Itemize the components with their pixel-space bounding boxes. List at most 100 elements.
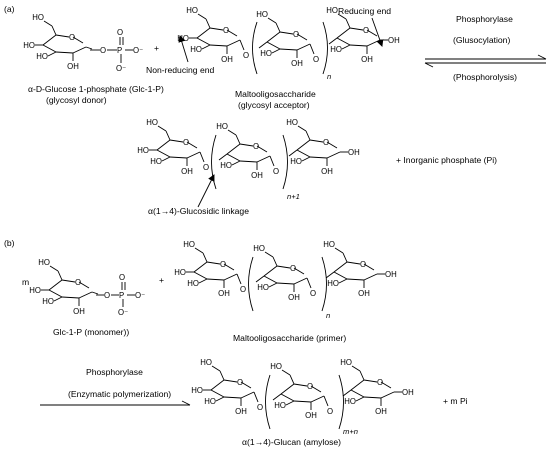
glycosidic-oxygen: O — [203, 163, 209, 172]
svg-text:OH: OH — [358, 289, 370, 298]
panel-b-label: (b) — [4, 238, 15, 248]
svg-text:n: n — [327, 72, 331, 81]
svg-text:HO: HO — [260, 49, 272, 58]
svg-text:HO: HO — [327, 279, 339, 288]
enzyme-label-b: Phosphorylase — [86, 367, 143, 377]
svg-text:m+n: m+n — [343, 427, 358, 436]
svg-text:HO: HO — [191, 386, 203, 395]
glycosidic-oxygen: O — [257, 403, 263, 412]
pi-byproduct-label: + m Pi — [443, 396, 468, 406]
phosphate-group: O P O O⁻ O⁻ — [90, 28, 143, 73]
svg-text:HO: HO — [326, 6, 338, 15]
svg-text:O: O — [257, 403, 263, 412]
monomer-coefficient: m — [22, 277, 29, 287]
svg-text:HO: HO — [150, 157, 162, 166]
svg-text:O: O — [293, 30, 299, 39]
non-reducing-end-arrow — [178, 35, 189, 63]
svg-text:O: O — [240, 285, 246, 294]
svg-text:n+1: n+1 — [287, 192, 300, 201]
svg-text:O⁻: O⁻ — [116, 64, 126, 73]
svg-text:OH: OH — [321, 167, 333, 176]
non-reducing-end-label: Non-reducing end — [146, 65, 215, 75]
polymerization-arrow — [40, 400, 191, 406]
svg-text:HO: HO — [216, 122, 228, 131]
svg-text:HO: HO — [146, 118, 158, 127]
linkage-arrow — [197, 174, 215, 208]
acceptor-role: (glycosyl acceptor) — [238, 100, 310, 110]
svg-text:HO: HO — [137, 146, 149, 155]
svg-text:O: O — [75, 278, 81, 287]
svg-text:O: O — [220, 260, 226, 269]
equilibrium-arrow — [424, 54, 547, 68]
plus-sign-b: + — [159, 275, 164, 285]
svg-text:O⁻: O⁻ — [133, 46, 143, 55]
svg-text:HO: HO — [270, 362, 282, 371]
phosphate-group-b: O P O O⁻ O⁻ — [96, 273, 145, 317]
svg-text:O: O — [273, 167, 279, 176]
svg-text:O: O — [100, 46, 106, 55]
svg-text:O: O — [323, 138, 329, 147]
reducing-end-arrow — [371, 17, 384, 47]
svg-text:HO: HO — [323, 240, 335, 249]
svg-text:HO: HO — [220, 161, 232, 170]
svg-text:O: O — [313, 55, 319, 64]
svg-text:OH: OH — [181, 167, 193, 176]
svg-text:HO: HO — [340, 358, 352, 367]
svg-text:O: O — [360, 260, 366, 269]
svg-text:O⁻: O⁻ — [118, 308, 128, 317]
monomer-label: Glc-1-P (monomer)) — [53, 327, 129, 337]
svg-text:HO: HO — [286, 118, 298, 127]
svg-text:HO: HO — [253, 244, 265, 253]
svg-text:HO: HO — [183, 240, 195, 249]
svg-text:HO: HO — [256, 10, 268, 19]
enzyme-label-a: Phosphorylase — [456, 14, 513, 24]
svg-text:O: O — [119, 273, 125, 282]
svg-text:OH: OH — [402, 388, 414, 397]
glucose-ring: O HO OH HO OH — [323, 240, 396, 298]
svg-text:HO: HO — [200, 358, 212, 367]
svg-text:OH: OH — [375, 407, 387, 416]
svg-text:P: P — [119, 291, 124, 300]
svg-text:O: O — [377, 378, 383, 387]
svg-text:HO: HO — [42, 297, 54, 306]
svg-text:OH: OH — [221, 55, 233, 64]
svg-text:O: O — [243, 51, 249, 60]
svg-text:O: O — [253, 142, 259, 151]
svg-text:O: O — [363, 26, 369, 35]
svg-text:OH: OH — [361, 55, 373, 64]
svg-text:HO: HO — [38, 258, 50, 267]
svg-text:OH: OH — [288, 293, 300, 302]
svg-text:OH: OH — [305, 411, 317, 420]
svg-text:HO: HO — [174, 268, 186, 277]
primer-label: Maltooligosaccharide (primer) — [233, 333, 346, 343]
svg-text:O: O — [183, 138, 189, 147]
forward-reaction-label: (Glusocylation) — [453, 35, 510, 45]
svg-text:HO: HO — [344, 397, 356, 406]
reverse-reaction-label: (Phosphorolysis) — [453, 72, 517, 82]
svg-text:HO: HO — [23, 41, 35, 50]
svg-text:HO: HO — [187, 279, 199, 288]
amylose-label: α(1→4)-Glucan (amylose) — [242, 437, 341, 447]
svg-text:O: O — [310, 289, 316, 298]
svg-text:OH: OH — [251, 171, 263, 180]
polymerization-label: (Enzymatic polymerization) — [68, 389, 171, 399]
panel-a-label: (a) — [4, 4, 15, 14]
svg-text:P: P — [117, 46, 122, 55]
svg-text:OH: OH — [218, 289, 230, 298]
svg-text:OH: OH — [388, 36, 400, 45]
svg-text:O: O — [327, 407, 333, 416]
svg-text:OH: OH — [385, 270, 397, 279]
svg-text:O: O — [237, 378, 243, 387]
svg-text:HO: HO — [36, 52, 48, 61]
linkage-label: α(1→4)-Glucosidic linkage — [148, 206, 249, 216]
